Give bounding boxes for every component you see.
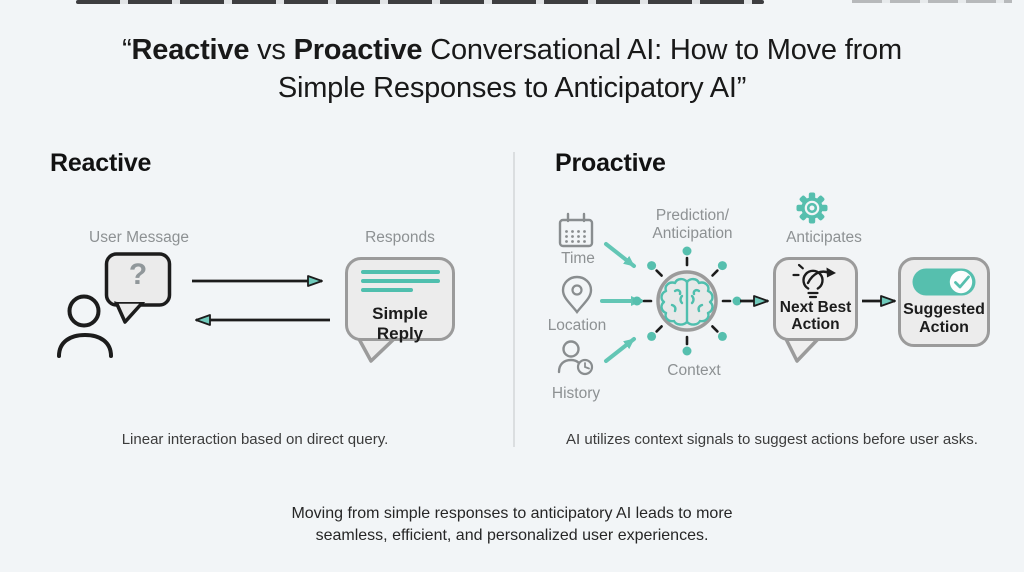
simple-reply-label: Simple Reply [372,304,428,343]
next-best-line1: Next Best [779,299,852,316]
arrow-history-to-brain [604,337,636,363]
simple-reply-card: Simple Reply [345,257,455,343]
footer-line1: Moving from simple responses to anticipa… [291,505,733,522]
anticipates-label: Anticipates [786,229,862,246]
history-icon [557,340,594,376]
location-pin-icon [561,275,593,314]
brain-icon [660,277,714,326]
reply-text-line-3 [361,288,413,292]
signal-label-time: Time [561,250,595,267]
next-best-action-tail [784,337,820,363]
reply-text-line-2 [361,279,440,283]
hub-spokes [642,256,732,346]
gear-icon [796,192,828,224]
proactive-caption: AI utilizes context signals to suggest a… [566,431,978,448]
responds-label: Responds [365,229,435,246]
prediction-label-line1: Prediction/ [655,207,730,224]
proactive-heading: Proactive [555,149,666,177]
reply-text-line-1 [361,270,440,274]
reactive-heading: Reactive [50,149,152,177]
title-bold-reactive: Reactive [131,34,250,66]
signal-label-location: Location [547,317,607,334]
prediction-anticipation-label: Prediction/Anticipation [620,207,765,242]
brain-hub [632,246,742,356]
user-message-label: User Message [89,229,189,246]
title-bold-proactive: Proactive [293,34,423,66]
next-best-line2: Action [791,316,840,333]
calendar-icon [558,212,594,248]
top-progress-strip-faint [852,0,1012,3]
suggested-line1: Suggested [903,301,985,318]
suggested-line2: Action [919,318,969,336]
title-vs: vs [249,34,294,66]
top-progress-strip [76,0,764,4]
footer-summary: Moving from simple responses to anticipa… [212,503,812,546]
question-bubble-icon [104,252,172,324]
person-icon [57,294,113,358]
title-rest: Conversational AI: How to Move from [422,34,902,66]
title-line2: Simple Responses to Anticipatory AI” [277,72,747,104]
arrow-time-to-brain [604,242,636,268]
hub-dots [632,246,742,356]
context-label: Context [667,362,721,379]
reactive-caption: Linear interaction based on direct query… [121,431,389,448]
prediction-label-line2: Anticipation [652,224,733,242]
toggle-check-icon [912,268,976,296]
title-quote-open: “ [122,34,132,66]
signal-label-history: History [551,385,601,402]
footer-line2: seamless, efficient, and personalized us… [315,526,709,544]
lightbulb-arrow-icon [791,263,836,299]
page-title: “Reactive vs Proactive Conversational AI… [0,31,1024,107]
question-mark-text: ? [128,258,148,291]
